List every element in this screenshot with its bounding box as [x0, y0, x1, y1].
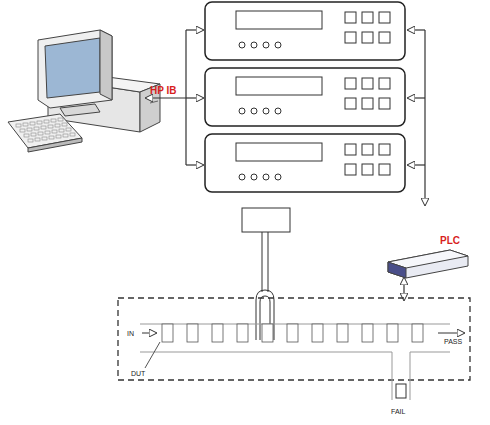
keyboard-key	[52, 130, 57, 133]
instrument-case	[205, 134, 405, 192]
instrument-display	[236, 143, 322, 161]
dut-part	[287, 324, 298, 342]
instrument-button	[345, 98, 356, 109]
keyboard-key	[44, 120, 49, 123]
keyboard-key	[55, 124, 60, 127]
dut-part	[237, 324, 248, 342]
instrument-knob	[251, 174, 257, 180]
keyboard-key	[66, 128, 71, 131]
instrument-racks	[205, 2, 405, 192]
keyboard-key	[70, 133, 75, 136]
keyboard-key	[63, 134, 68, 137]
plc-unit	[388, 250, 468, 278]
keyboard-key	[59, 129, 64, 132]
instrument-button	[362, 78, 373, 89]
instrument-button	[379, 164, 390, 175]
instrument-button	[362, 12, 373, 23]
instrument-knob	[251, 108, 257, 114]
instrument-knob	[239, 174, 245, 180]
dut-part	[337, 324, 348, 342]
instrument-knob	[275, 42, 281, 48]
computer-icon	[8, 30, 160, 152]
instrument-knob	[251, 42, 257, 48]
keyboard-key	[24, 134, 29, 137]
plc-label: PLC	[440, 236, 460, 246]
instrument-knob	[275, 174, 281, 180]
instrument-button	[345, 78, 356, 89]
dut-part	[362, 324, 373, 342]
instrument-button	[362, 32, 373, 43]
instrument-button	[379, 78, 390, 89]
dut-part	[312, 324, 323, 342]
keyboard-key	[35, 138, 40, 141]
keyboard-key	[48, 125, 53, 128]
fail-label: FAIL	[391, 408, 405, 415]
pass-label: PASS	[444, 338, 462, 345]
instrument-button	[379, 98, 390, 109]
keyboard-key	[27, 128, 32, 131]
instrument-knob	[263, 108, 269, 114]
dut-part	[187, 324, 198, 342]
keyboard-key	[62, 123, 67, 126]
keyboard-key	[34, 127, 39, 130]
instrument-knob	[275, 108, 281, 114]
instrument-button	[362, 98, 373, 109]
instrument-button	[362, 164, 373, 175]
keyboard-key	[38, 132, 43, 135]
keyboard-key	[45, 131, 50, 134]
keyboard-key	[30, 122, 35, 125]
keyboard-key	[16, 124, 21, 127]
keyboard-key	[37, 121, 42, 124]
instrument-knob	[239, 42, 245, 48]
keyboard-key	[20, 129, 25, 132]
keyboard-key	[42, 137, 47, 140]
instrument-case	[205, 2, 405, 60]
dut-part	[262, 324, 273, 342]
inlet-label: IN	[127, 330, 134, 337]
bus-label: HP IB	[150, 86, 177, 96]
dut-part	[162, 324, 173, 342]
hpib-bus	[146, 30, 203, 165]
instrument-button	[379, 144, 390, 155]
dut-part	[387, 324, 398, 342]
instrument-case	[205, 68, 405, 126]
dut-part	[212, 324, 223, 342]
instrument-button	[362, 144, 373, 155]
instrument-knob	[239, 108, 245, 114]
instrument-button	[345, 12, 356, 23]
test-probe	[242, 208, 290, 340]
dut-part	[412, 324, 423, 342]
instrument-button	[345, 144, 356, 155]
instrument-button	[379, 12, 390, 23]
instrument-knob	[263, 174, 269, 180]
keyboard-key	[49, 136, 54, 139]
keyboard-key	[28, 139, 33, 142]
dut-row	[162, 324, 423, 342]
keyboard-key	[31, 133, 36, 136]
keyboard-key	[51, 119, 56, 122]
instrument-display	[236, 11, 322, 29]
keyboard-key	[56, 135, 61, 138]
dut-label: DUT	[131, 370, 145, 377]
instrument-display	[236, 77, 322, 95]
keyboard-key	[41, 126, 46, 129]
instrument-button	[345, 32, 356, 43]
instrument-button	[379, 32, 390, 43]
instrument-button	[345, 164, 356, 175]
keyboard-key	[58, 118, 63, 121]
conveyor-line	[118, 298, 470, 400]
instrument-knob	[263, 42, 269, 48]
keyboard-key	[23, 123, 28, 126]
